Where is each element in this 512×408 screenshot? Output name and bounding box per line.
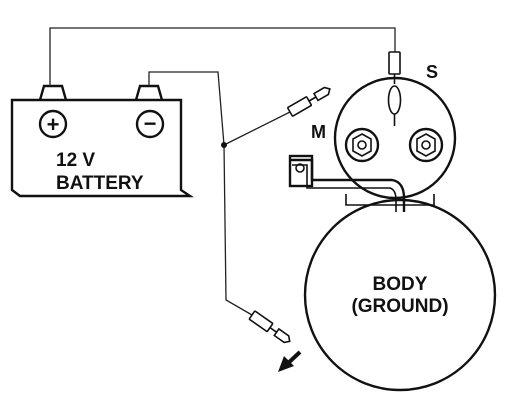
negative-terminal-symbol (135, 109, 165, 139)
down-left-arrow-icon (278, 350, 302, 372)
battery-negative-post (134, 84, 164, 101)
m-terminal-nut-icon (344, 127, 380, 163)
ground-label: (GROUND) (351, 296, 448, 317)
positive-terminal-symbol (38, 109, 68, 139)
ground-probe-icon (248, 310, 291, 344)
terminal-nut-icon (408, 127, 444, 163)
starter-motor-body: BODY (GROUND) (303, 198, 497, 392)
terminal-m-label: M (311, 122, 326, 142)
wire-junction (221, 142, 227, 148)
battery-label: BATTERY (56, 173, 144, 194)
branch-lead-wire (223, 111, 291, 146)
negative-sign: − (144, 111, 157, 136)
terminal-s-label: S (426, 62, 438, 82)
solenoid-base (345, 194, 435, 206)
motor-strap (290, 158, 406, 212)
body-label: BODY (373, 274, 428, 295)
s-terminal-probe-icon (387, 51, 402, 126)
strap-lug-hole (295, 163, 305, 173)
solenoid-housing (333, 76, 457, 200)
positive-lead-wire (49, 27, 396, 86)
battery: + − 12 V BATTERY (10, 84, 194, 198)
wiring (49, 27, 396, 316)
m-terminal-probe-icon (287, 86, 331, 117)
starter-solenoid (288, 76, 457, 212)
battery-voltage-label: 12 V (56, 150, 95, 171)
battery-positive-post (38, 84, 68, 101)
battery-case (10, 98, 194, 198)
negative-lead-wire (148, 71, 253, 316)
strap-lug (288, 154, 314, 188)
motor-housing (303, 198, 497, 392)
positive-sign: + (47, 112, 60, 137)
